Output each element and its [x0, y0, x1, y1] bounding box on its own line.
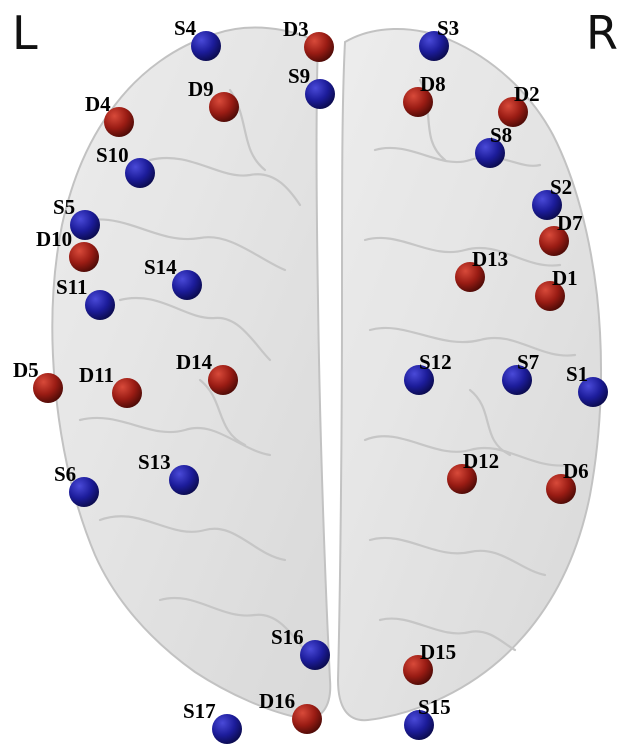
- right-hemisphere: [338, 29, 601, 720]
- optode-s2-label: S2: [550, 175, 572, 199]
- optode-d16-marker: [292, 704, 322, 734]
- optode-d6-label: D6: [563, 459, 589, 483]
- optode-d5-label: D5: [13, 358, 39, 382]
- optode-s12-label: S12: [419, 350, 452, 374]
- optode-d2-label: D2: [514, 82, 540, 106]
- optode-d16-label: D16: [259, 689, 295, 713]
- optode-d11-marker: [112, 378, 142, 408]
- optode-d12-label: D12: [463, 449, 499, 473]
- optode-s16-label: S16: [271, 625, 304, 649]
- optode-d14-label: D14: [176, 350, 213, 374]
- optode-d10-marker: [69, 242, 99, 272]
- left-hemisphere-label: L: [12, 10, 38, 56]
- optode-s15-label: S15: [418, 695, 451, 719]
- optode-s10-label: S10: [96, 143, 129, 167]
- optode-s8-label: S8: [490, 123, 512, 147]
- optode-s13-label: S13: [138, 450, 171, 474]
- optode-d11-label: D11: [79, 363, 114, 387]
- optode-d14-marker: [208, 365, 238, 395]
- optode-s1-label: S1: [566, 362, 588, 386]
- optode-d4-label: D4: [85, 92, 111, 116]
- optode-d7-label: D7: [557, 211, 583, 235]
- optode-d1-label: D1: [552, 266, 578, 290]
- optode-s7-label: S7: [517, 350, 539, 374]
- optode-s11-marker: [85, 290, 115, 320]
- optode-s17-marker: [212, 714, 242, 744]
- optode-s5-label: S5: [53, 195, 75, 219]
- optode-d13-label: D13: [472, 247, 508, 271]
- optode-d8-label: D8: [420, 72, 446, 96]
- optode-s4-label: S4: [174, 16, 197, 40]
- optode-d15-label: D15: [420, 640, 456, 664]
- optode-d9-label: D9: [188, 77, 214, 101]
- optode-s10-marker: [125, 158, 155, 188]
- optode-s16-marker: [300, 640, 330, 670]
- optode-s11-label: S11: [56, 275, 88, 299]
- optode-s3-label: S3: [437, 16, 459, 40]
- optode-s14-label: S14: [144, 255, 177, 279]
- optode-s17-label: S17: [183, 699, 216, 723]
- optode-s13-marker: [169, 465, 199, 495]
- optode-s9-label: S9: [288, 64, 310, 88]
- optode-d3-label: D3: [283, 17, 309, 41]
- right-hemisphere-label: R: [586, 10, 618, 56]
- optode-d10-label: D10: [36, 227, 72, 251]
- optode-s6-label: S6: [54, 462, 76, 486]
